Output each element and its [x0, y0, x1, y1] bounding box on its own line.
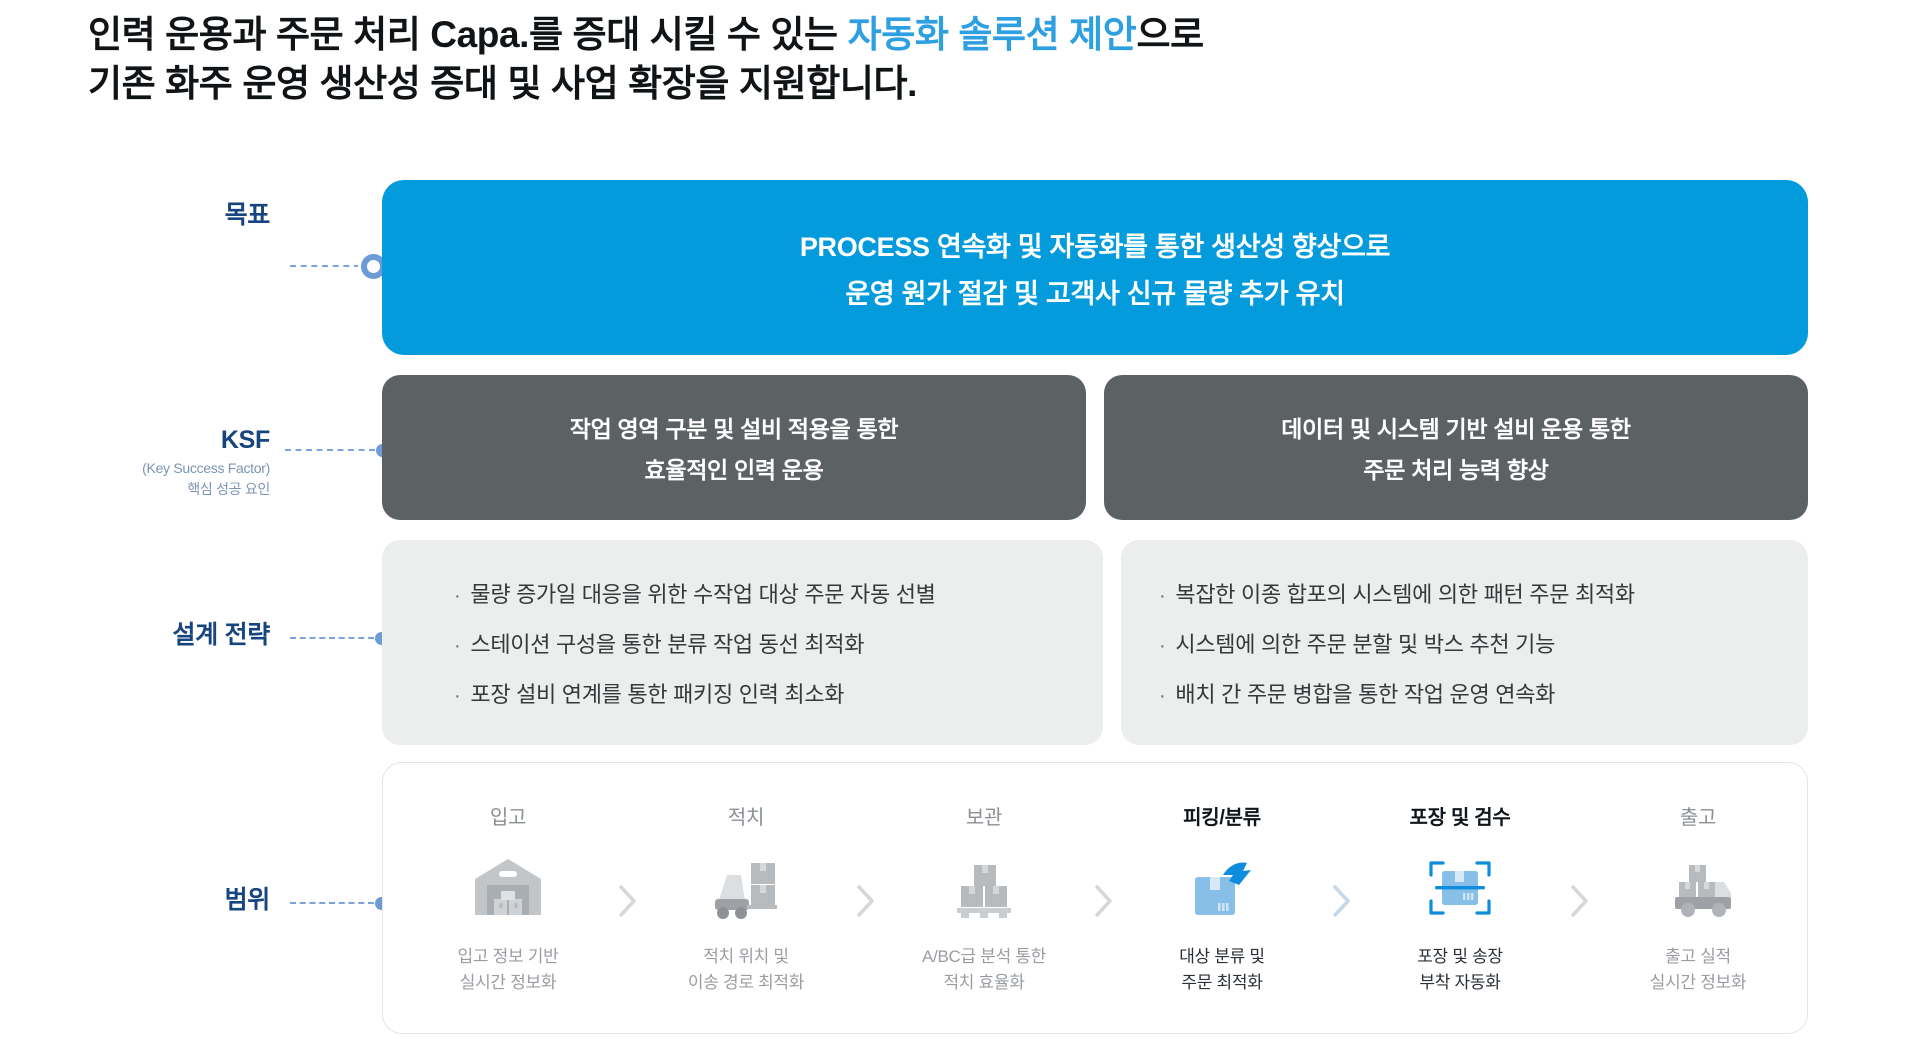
connector-ksf — [285, 442, 389, 458]
flow-step-packing-desc-line-1: 포장 및 송장 — [1417, 947, 1503, 967]
bullet-marker-icon: · — [1159, 584, 1166, 607]
flow-step-inbound-desc-line-2: 실시간 정보화 — [459, 972, 557, 992]
connector-goal — [290, 253, 386, 279]
rail-label-ksf-sub-en: (Key Success Factor) — [142, 460, 270, 476]
flow-step-inbound-title: 입고 — [489, 807, 527, 830]
flow-step-picking-title: 피킹/분류 — [1183, 807, 1261, 830]
ksf-box-right-line-1: 데이터 및 시스템 기반 설비 운용 통한 — [1281, 416, 1631, 442]
connector-strategy — [290, 630, 388, 646]
flow-step-outbound-desc-line-2: 실시간 정보화 — [1649, 972, 1747, 992]
goal-banner-line-1: PROCESS 연속화 및 자동화를 통한 생산성 향상으로 — [799, 231, 1391, 262]
strategy-box-row: · 물량 증가일 대응을 위한 수작업 대상 주문 자동 선별 · 스테이션 구… — [382, 540, 1808, 745]
ksf-box-left-line-2: 효율적인 인력 운용 — [644, 457, 824, 483]
rail-label-ksf-sub-ko: 핵심 성공 요인 — [187, 481, 270, 497]
flow-step-packing-desc-line-2: 부착 자동화 — [1419, 972, 1501, 992]
flow-step-putaway-desc-line-2: 이송 경로 최적화 — [687, 972, 805, 992]
headline-line-1-post: 으로 — [1136, 14, 1204, 55]
flow-step-putaway[interactable]: 적치 적치 위치 및 이송 — [661, 801, 831, 994]
connector-scope — [290, 895, 388, 911]
forklift-icon — [707, 852, 785, 924]
goal-banner-line-2: 운영 원가 절감 및 고객사 신규 물량 추가 유치 — [845, 278, 1345, 309]
pallet-boxes-icon — [945, 852, 1023, 924]
strategy-right-bullet-1-text: 복잡한 이종 합포의 시스템에 의한 패턴 주문 최적화 — [1175, 581, 1635, 607]
strategy-left-bullet-2: · 스테이션 구성을 통한 분류 작업 동선 최적화 — [454, 627, 1103, 659]
flow-step-outbound-title: 출고 — [1679, 807, 1717, 830]
bullet-marker-icon: · — [454, 634, 461, 657]
flow-step-storage[interactable]: 보관 A/BC급 분석 — [899, 801, 1069, 994]
flow-step-storage-desc: A/BC급 분석 통한 적치 효율화 — [922, 944, 1046, 994]
flow-step-putaway-title: 적치 — [727, 807, 765, 830]
strategy-left-bullet-1-text: 물량 증가일 대응을 위한 수작업 대상 주문 자동 선별 — [470, 581, 936, 607]
strategy-right-bullet-2-text: 시스템에 의한 주문 분할 및 박스 추천 기능 — [1175, 631, 1556, 657]
connector-ksf-dash — [285, 449, 375, 451]
headline-line-1-pre: 인력 운용과 주문 처리 Capa.를 증대 시킬 수 있는 — [88, 14, 848, 55]
chevron-right-icon — [1069, 876, 1137, 920]
connector-goal-dash — [290, 265, 360, 267]
ksf-box-left: 작업 영역 구분 및 설비 적용을 통한 효율적인 인력 운용 — [382, 375, 1086, 520]
flow-step-putaway-desc: 적치 위치 및 이송 경로 최적화 — [687, 944, 805, 994]
chevron-right-icon — [831, 876, 899, 920]
rail-label-strategy: 설계 전략 — [100, 620, 271, 650]
flow-step-outbound-desc: 출고 실적 실시간 정보화 — [1649, 944, 1747, 994]
connector-strategy-dash — [290, 637, 374, 639]
flow-step-putaway-desc-line-1: 적치 위치 및 — [703, 947, 789, 967]
flow-step-picking[interactable]: 피킹/분류 대상 분류 및 주문 최적화 — [1137, 801, 1307, 994]
bullet-marker-icon: · — [1159, 634, 1166, 657]
strategy-left-bullet-3: · 포장 설비 연계를 통한 패키징 인력 최소화 — [454, 677, 1103, 709]
headline-accent-text: 자동화 솔루션 제안 — [847, 14, 1137, 55]
strategy-right-bullet-3-text: 배치 간 주문 병합을 통한 작업 운영 연속화 — [1175, 681, 1556, 707]
hand-picking-box-icon — [1183, 852, 1261, 924]
flow-step-storage-desc-line-2: 적치 효율화 — [943, 972, 1025, 992]
bullet-marker-icon: · — [454, 584, 461, 607]
goal-banner: PROCESS 연속화 및 자동화를 통한 생산성 향상으로 운영 원가 절감 … — [382, 180, 1808, 355]
rail-label-scope-text: 범위 — [224, 886, 271, 914]
scope-panel: 입고 입고 정보 기반 실시간 정보화 — [382, 762, 1808, 1034]
connector-scope-dash — [290, 902, 374, 904]
flow-step-inbound-desc: 입고 정보 기반 실시간 정보화 — [458, 944, 559, 994]
bullet-marker-icon: · — [1159, 684, 1166, 707]
rail-label-ksf-text: KSF — [220, 426, 270, 454]
warehouse-icon — [469, 852, 547, 924]
bullet-marker-icon: · — [454, 684, 461, 707]
rail-label-ksf: KSF (Key Success Factor) 핵심 성공 요인 — [100, 425, 270, 500]
flow-step-picking-desc: 대상 분류 및 주문 최적화 — [1179, 944, 1265, 994]
box-scan-icon — [1421, 852, 1499, 924]
chevron-right-icon — [593, 876, 661, 920]
rail-label-goal-text: 목표 — [224, 201, 271, 229]
flow-step-storage-title: 보관 — [965, 807, 1003, 830]
delivery-truck-icon — [1659, 852, 1737, 924]
headline-line-1: 인력 운용과 주문 처리 Capa.를 증대 시킬 수 있는 자동화 솔루션 제… — [88, 10, 1688, 59]
flow-step-outbound[interactable]: 출고 출고 실적 — [1613, 801, 1783, 994]
strategy-left-bullet-2-text: 스테이션 구성을 통한 분류 작업 동선 최적화 — [470, 631, 865, 657]
chevron-right-icon — [1307, 876, 1375, 920]
chevron-right-icon — [1545, 876, 1613, 920]
page-title: 인력 운용과 주문 처리 Capa.를 증대 시킬 수 있는 자동화 솔루션 제… — [88, 10, 1688, 108]
flow-step-picking-desc-line-1: 대상 분류 및 — [1179, 947, 1265, 967]
process-flow: 입고 입고 정보 기반 실시간 정보화 — [393, 763, 1797, 1033]
headline-line-2: 기존 화주 운영 생산성 증대 및 사업 확장을 지원합니다. — [88, 63, 917, 105]
strategy-box-right: · 복잡한 이종 합포의 시스템에 의한 패턴 주문 최적화 · 시스템에 의한… — [1121, 540, 1808, 745]
ksf-box-right: 데이터 및 시스템 기반 설비 운용 통한 주문 처리 능력 향상 — [1104, 375, 1808, 520]
rail-label-strategy-text: 설계 전략 — [172, 621, 271, 649]
flow-step-packing-desc: 포장 및 송장 부착 자동화 — [1417, 944, 1503, 994]
ksf-box-left-line-1: 작업 영역 구분 및 설비 적용을 통한 — [569, 416, 899, 442]
strategy-left-bullet-3-text: 포장 설비 연계를 통한 패키징 인력 최소화 — [470, 681, 845, 707]
flow-step-picking-desc-line-2: 주문 최적화 — [1181, 972, 1263, 992]
rail-label-scope: 범위 — [130, 885, 271, 915]
flow-step-outbound-desc-line-1: 출고 실적 — [1665, 947, 1731, 967]
strategy-right-bullet-2: · 시스템에 의한 주문 분할 및 박스 추천 기능 — [1159, 627, 1808, 659]
strategy-left-bullet-1: · 물량 증가일 대응을 위한 수작업 대상 주문 자동 선별 — [454, 577, 1103, 609]
flow-step-packing[interactable]: 포장 및 검수 — [1375, 801, 1545, 994]
flow-step-storage-desc-line-1: A/BC급 분석 통한 — [921, 947, 1047, 967]
strategy-right-bullet-3: · 배치 간 주문 병합을 통한 작업 운영 연속화 — [1159, 677, 1808, 709]
ksf-box-right-line-2: 주문 처리 능력 향상 — [1363, 457, 1549, 483]
flow-step-packing-title: 포장 및 검수 — [1409, 807, 1511, 830]
flow-step-inbound[interactable]: 입고 입고 정보 기반 실시간 정보화 — [423, 801, 593, 994]
rail-label-goal: 목표 — [130, 200, 271, 230]
flow-step-inbound-desc-line-1: 입고 정보 기반 — [457, 947, 559, 967]
strategy-box-left: · 물량 증가일 대응을 위한 수작업 대상 주문 자동 선별 · 스테이션 구… — [382, 540, 1103, 745]
strategy-right-bullet-1: · 복잡한 이종 합포의 시스템에 의한 패턴 주문 최적화 — [1159, 577, 1808, 609]
ksf-box-row: 작업 영역 구분 및 설비 적용을 통한 효율적인 인력 운용 데이터 및 시스… — [382, 375, 1808, 520]
